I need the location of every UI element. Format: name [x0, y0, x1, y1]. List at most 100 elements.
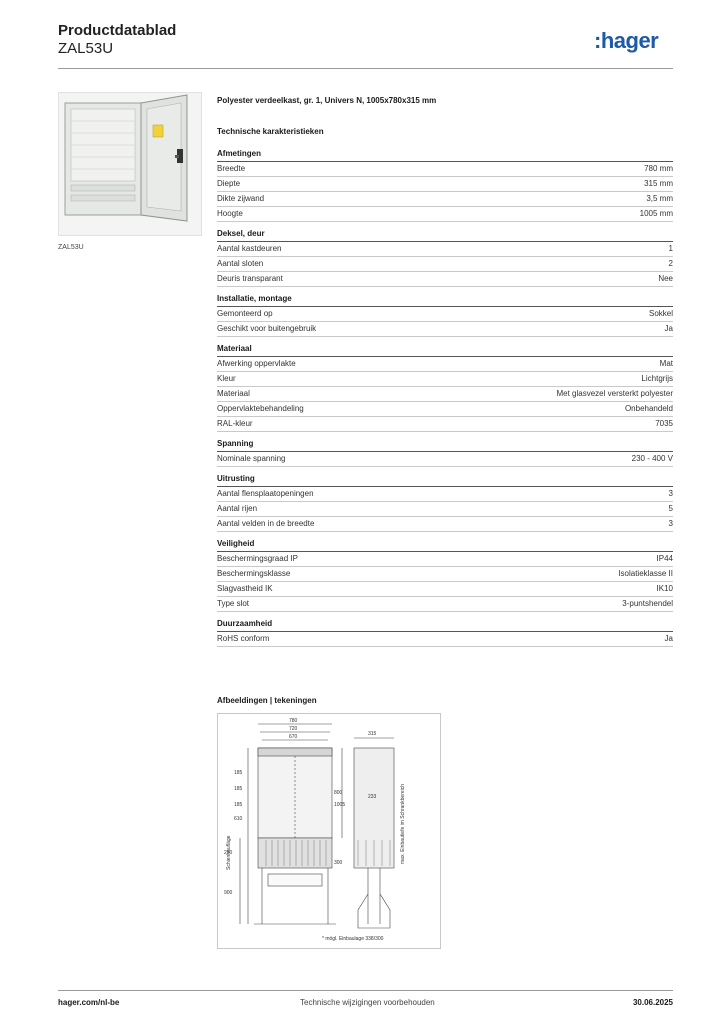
spec-label: Breedte — [217, 164, 246, 173]
spec-row: Aantal velden in de breedte 3 — [217, 517, 673, 532]
spec-row: Beschermingsgraad IP IP44 — [217, 552, 673, 567]
spec-label: Aantal rijen — [217, 504, 258, 513]
images-heading: Afbeeldingen | tekeningen — [217, 696, 317, 705]
spec-label: RAL-kleur — [217, 419, 253, 428]
spec-value: 1005 mm — [639, 209, 673, 218]
section-title: Afmetingen — [217, 149, 673, 162]
spec-value: Isolatieklasse II — [618, 569, 673, 578]
spec-label: Materiaal — [217, 389, 250, 398]
spec-value: Met glasvezel versterkt polyester — [556, 389, 674, 398]
section-title: Spanning — [217, 439, 673, 452]
page-title: Productdatablad — [58, 22, 177, 39]
spec-label: Beschermingsgraad IP — [217, 554, 298, 563]
dim-side-233: 233 — [368, 794, 377, 800]
section-title: Installatie, montage — [217, 294, 673, 307]
spec-value: 3-puntshendel — [622, 599, 673, 608]
spec-value: 3 — [668, 489, 673, 498]
dim-left-185b: 185 — [234, 786, 243, 792]
spec-value: Ja — [664, 324, 673, 333]
dimension-drawing: 780 720 670 315 185 185 185 610 250 300 … — [224, 718, 406, 942]
spec-label: Type slot — [217, 599, 250, 608]
spec-row: Diepte 315 mm — [217, 177, 673, 192]
spec-row: Geschikt voor buitengebruik Ja — [217, 322, 673, 337]
enclosure-photo-illustration — [59, 93, 201, 235]
spec-label: Aantal sloten — [217, 259, 264, 268]
spec-label: Slagvastheid IK — [217, 584, 273, 593]
spec-label: Nominale spanning — [217, 454, 286, 463]
spec-value: IK10 — [656, 584, 673, 593]
dim-right-800: 800 — [334, 790, 343, 796]
hager-logo[interactable]: :hager — [594, 28, 659, 54]
spec-label: Aantal flensplaatopeningen — [217, 489, 314, 498]
spec-label: Gemonteerd op — [217, 309, 273, 318]
spec-row: Aantal flensplaatopeningen 3 — [217, 487, 673, 502]
spec-value: IP44 — [656, 554, 673, 563]
spec-label: Diepte — [217, 179, 241, 188]
section-title: Duurzaamheid — [217, 619, 673, 632]
spec-label: Aantal kastdeuren — [217, 244, 282, 253]
label-depth: max. Einbautiefe im Schrankbereich — [400, 784, 406, 864]
section-title: Materiaal — [217, 344, 673, 357]
logo-text: :hager — [594, 28, 659, 53]
dim-left-300: 300 — [334, 860, 343, 866]
spec-value: 780 mm — [644, 164, 673, 173]
dim-left-900: 900 — [224, 890, 233, 896]
spec-value: 5 — [668, 504, 673, 513]
label-rail: Schienhaufläge — [226, 835, 232, 870]
dim-left-250: 250 — [224, 850, 233, 856]
spec-row: Gemonteerd op Sokkel — [217, 307, 673, 322]
spec-row: Breedte 780 mm — [217, 162, 673, 177]
spec-row: RAL-kleur 7035 — [217, 417, 673, 432]
spec-value: 315 mm — [644, 179, 673, 188]
spec-value: 3,5 mm — [646, 194, 673, 203]
spec-label: Afwerking oppervlakte — [217, 359, 296, 368]
product-description: Polyester verdeelkast, gr. 1, Univers N,… — [217, 96, 437, 105]
technical-characteristics-heading: Technische karakteristieken — [217, 127, 324, 136]
section-title: Uitrusting — [217, 474, 673, 487]
spec-value: Sokkel — [648, 309, 673, 318]
spec-value: 230 - 400 V — [631, 454, 673, 463]
drawing-note: * mögl. Einbaulage 338/300 — [322, 936, 384, 942]
spec-row: Type slot 3-puntshendel — [217, 597, 673, 612]
spec-row: Slagvastheid IK IK10 — [217, 582, 673, 597]
spec-label: Dikte zijwand — [217, 194, 265, 203]
spec-label: Hoogte — [217, 209, 243, 218]
dim-width-780: 780 — [289, 718, 298, 724]
footer-divider — [58, 990, 673, 991]
photo-caption: ZAL53U — [58, 244, 84, 251]
spec-row: Afwerking oppervlakte Mat — [217, 357, 673, 372]
spec-value: Ja — [664, 634, 673, 643]
spec-value: Mat — [659, 359, 673, 368]
spec-value: 3 — [668, 519, 673, 528]
dim-width-670: 670 — [289, 734, 298, 740]
footer-website-link[interactable]: hager.com/nl-be — [58, 998, 120, 1007]
spec-content: Polyester verdeelkast, gr. 1, Univers N,… — [217, 96, 673, 654]
spec-label: Aantal velden in de breedte — [217, 519, 315, 528]
dim-right-1005: 1005 — [334, 802, 345, 808]
header-divider — [58, 68, 673, 69]
spec-value: Nee — [658, 274, 673, 283]
spec-value: 7035 — [655, 419, 673, 428]
product-photo — [58, 92, 202, 236]
product-code: ZAL53U — [58, 40, 114, 57]
dim-width-720: 720 — [289, 726, 298, 732]
spec-label: Kleur — [217, 374, 236, 383]
spec-label: Geschikt voor buitengebruik — [217, 324, 317, 333]
dim-left-185a: 185 — [234, 770, 243, 776]
spec-value: Onbehandeld — [624, 404, 673, 413]
